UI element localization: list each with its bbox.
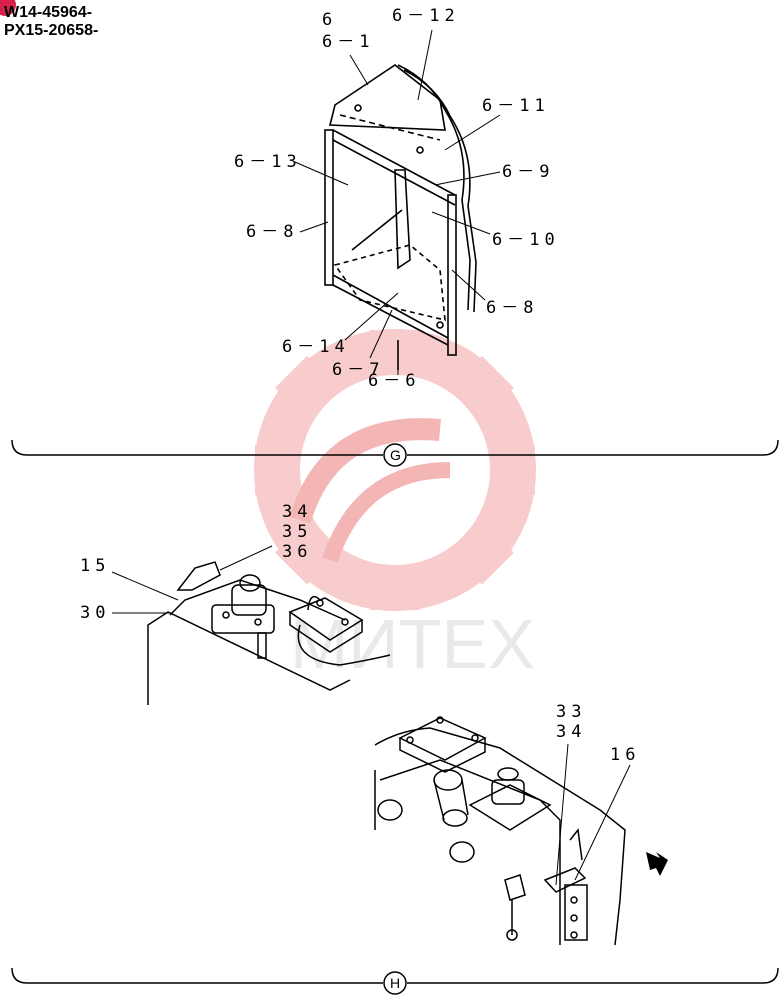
- section-h-divider: [11, 967, 779, 995]
- callout-34-top: 34: [282, 502, 313, 522]
- callout-6-12: 6－12: [392, 6, 460, 26]
- callout-16: 16: [610, 745, 641, 765]
- watermark-gear-icon: [254, 329, 536, 611]
- callout-30: 30: [80, 603, 111, 623]
- section-h-marker: H: [390, 975, 400, 991]
- serial-1: W14-45964-: [4, 4, 93, 21]
- watermark-text: МИТЕХ: [290, 605, 535, 683]
- section-g-marker: G: [390, 447, 401, 463]
- callout-6-7: 6－7: [332, 360, 385, 380]
- callout-6-6: 6－6: [368, 371, 421, 391]
- callout-6-9: 6－9: [502, 162, 555, 182]
- serial-2: PX15-20658-: [4, 22, 99, 39]
- badge-icon: [0, 0, 16, 16]
- callout-36: 36: [282, 542, 313, 562]
- callout-15: 15: [80, 556, 111, 576]
- callout-6-11: 6－11: [482, 96, 550, 116]
- engine-area-left: [147, 561, 391, 705]
- callout-34-bottom: 34: [556, 722, 587, 742]
- callout-6-14: 6－14: [282, 337, 350, 357]
- callout-33: 33: [556, 702, 587, 722]
- callout-6-1: 6－1: [322, 32, 375, 52]
- section-g-divider: [11, 439, 779, 467]
- direction-arrow-icon: [646, 852, 668, 876]
- callout-6-10: 6－10: [492, 230, 560, 250]
- section-h-leaders-top: [111, 545, 273, 614]
- section-h-leaders-bottom: [555, 743, 631, 886]
- callout-35: 35: [282, 522, 313, 542]
- callout-6-13: 6－13: [234, 152, 302, 172]
- callout-6-8-left: 6－8: [246, 222, 299, 242]
- section-g-leaders: [294, 29, 501, 375]
- engine-area-right: [374, 716, 626, 946]
- callout-6-8-right: 6－8: [486, 298, 539, 318]
- radiator-assembly: [324, 64, 477, 370]
- callout-6: 6: [322, 10, 338, 30]
